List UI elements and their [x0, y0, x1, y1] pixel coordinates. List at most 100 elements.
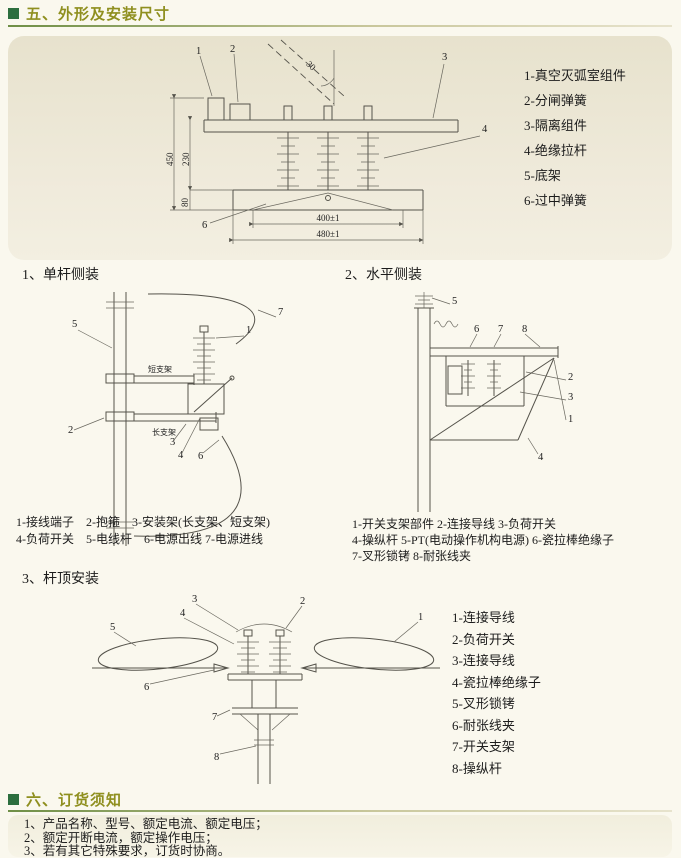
green-square-bullet-icon — [8, 794, 19, 805]
callout-4: 4 — [178, 450, 184, 461]
mounting2-caption: 1-开关支架部件 2-连接导线 3-负荷开关 4-操纵杆 5-PT(电动操作机构… — [352, 516, 667, 564]
leader-6 — [209, 203, 267, 224]
leader-6 — [469, 333, 478, 348]
pole-clamp-upper — [105, 373, 135, 384]
leader-4 — [527, 437, 539, 455]
switch-base — [227, 673, 303, 681]
insulator-sheds-2 — [269, 641, 291, 673]
outgoing-wire — [133, 435, 242, 537]
leader-8 — [524, 333, 541, 348]
caption-line: 7-叉形锁铐 8-耐张线夹 — [352, 549, 471, 563]
insulator-cap — [199, 325, 209, 333]
horizontal-mounting-drawing: 5 6 7 8 2 3 1 4 — [414, 292, 573, 512]
leader-6 — [202, 439, 220, 454]
leader-7 — [216, 709, 231, 717]
pole-bands — [106, 301, 134, 529]
insulator-sheds-1 — [237, 641, 259, 673]
callout-2: 2 — [68, 425, 73, 436]
leader-4 — [383, 135, 481, 159]
callout-4: 4 — [538, 452, 544, 463]
callout-7: 7 — [278, 307, 283, 318]
hanger — [251, 680, 277, 708]
legend-item: 7-开关支架 — [452, 739, 515, 754]
dim-400: 400±1 — [317, 213, 340, 223]
bushing-3 — [363, 105, 373, 121]
leader-1 — [215, 335, 245, 339]
callout-3: 3 — [170, 437, 175, 448]
dim-450: 450 — [165, 152, 175, 166]
dim-480: 480±1 — [317, 229, 340, 239]
leader-2 — [285, 605, 303, 629]
mounting1-title: 1、单杆侧装 — [22, 268, 99, 283]
leader-2 — [233, 53, 239, 103]
insulator-cap-1 — [243, 629, 253, 637]
callout-5: 5 — [452, 296, 457, 307]
callout-1: 1 — [196, 46, 201, 57]
short-bracket — [134, 374, 195, 385]
pole — [113, 292, 127, 546]
caption-line: 4-负荷开关 5-电线杆 6-电源出线 7-电源进线 — [16, 532, 263, 546]
ordering-items: 1、产品名称、型号、额定电流、额定电压； 2、额定开断电流，额定操作电压； 3、… — [8, 815, 672, 858]
angle-arc — [320, 77, 335, 87]
callout-6: 6 — [198, 451, 203, 462]
pole-top-legend: 1-连接导线 2-负荷开关 3-连接导线 4-瓷拉棒绝缘子 5-叉形锁铐 6-耐… — [452, 607, 541, 779]
legend-item: 5-底架 — [524, 168, 561, 183]
legend-item: 4-绝缘拉杆 — [524, 143, 587, 158]
section5-title: 五、外形及安装尺寸 — [26, 7, 171, 23]
callout-4: 4 — [482, 124, 488, 135]
leader-1 — [553, 359, 567, 421]
operating-rod — [193, 377, 233, 413]
callout-3: 3 — [442, 52, 447, 63]
callout-3: 3 — [568, 392, 573, 403]
leader-3 — [195, 603, 239, 631]
pole — [257, 714, 271, 784]
callout-6: 6 — [202, 220, 207, 231]
base-frame — [232, 189, 424, 211]
ordering-panel: 1、产品名称、型号、额定电流、额定电压； 2、额定开断电流，额定操作电压； 3、… — [8, 815, 672, 858]
base-pivot — [325, 195, 331, 201]
bushing-1 — [283, 105, 293, 121]
cable-box — [199, 417, 219, 431]
callout-6: 6 — [144, 682, 149, 693]
insulator-cores — [287, 132, 369, 190]
bushing-2 — [323, 105, 333, 121]
top-component-2 — [229, 103, 251, 121]
callout-1: 1 — [246, 325, 251, 336]
leader-3 — [432, 63, 445, 119]
section6-divider — [8, 810, 672, 812]
section6-heading: 六、订货须知 — [8, 789, 122, 810]
callout-3: 3 — [192, 594, 197, 605]
callout-4: 4 — [180, 608, 186, 619]
pt-box — [447, 365, 463, 395]
switch-frame — [445, 356, 525, 407]
callout-2: 2 — [568, 372, 573, 383]
legend-item: 2-分闸弹簧 — [524, 93, 587, 108]
pole — [414, 307, 434, 512]
section6-title: 六、订货须知 — [26, 793, 123, 809]
leader-5 — [77, 329, 113, 349]
pole-band — [254, 739, 274, 746]
leader-5 — [113, 631, 137, 647]
insulator-cores — [467, 360, 495, 396]
callout-2: 2 — [230, 44, 235, 55]
insulator-sheds — [193, 337, 215, 381]
dashed-rod-line — [267, 43, 335, 105]
pole-clamp-lower — [105, 411, 135, 422]
leader-7 — [257, 309, 277, 318]
legend-item: 3-隔离组件 — [524, 118, 587, 133]
top-jumper — [235, 623, 293, 633]
crossarm-braces — [239, 713, 291, 731]
long-bracket-label: 长支架 — [152, 427, 176, 437]
legend-item: 3-连接导线 — [452, 653, 515, 668]
insulator-sheds-2 — [317, 137, 339, 187]
section5-divider — [8, 25, 672, 27]
callout-7: 7 — [212, 712, 217, 723]
leader-4 — [183, 617, 235, 645]
insulator-sheds-1 — [461, 363, 475, 389]
leader-1 — [393, 621, 419, 643]
leader-5 — [431, 297, 451, 305]
dim-230: 230 — [181, 152, 191, 166]
incoming-wire — [147, 293, 256, 345]
leader-3 — [173, 423, 187, 441]
